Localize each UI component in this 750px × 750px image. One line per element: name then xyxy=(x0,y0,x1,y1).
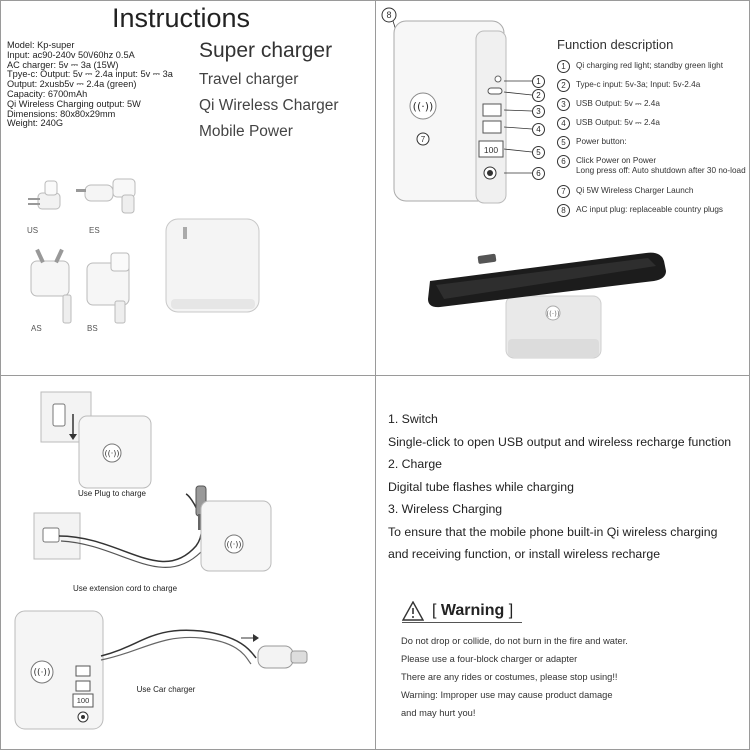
function-text: Power button: xyxy=(576,137,627,146)
function-text: Click Power on Power Long press off: Aut… xyxy=(576,155,746,176)
plug-label-as: AS xyxy=(31,324,42,333)
instructions-panel: Instructions Model: Kp-super Input: ac90… xyxy=(0,0,376,376)
warning-line: and may hurt you! xyxy=(401,708,476,718)
car-display-value: 100 xyxy=(77,696,90,705)
function-item: 6 Click Power on Power Long press off: A… xyxy=(557,155,746,185)
warning-line: Do not drop or collide, do not burn in t… xyxy=(401,636,628,646)
instructions-title: Instructions xyxy=(111,3,251,33)
product-names: Super charger Travel charger Qi Wireless… xyxy=(199,39,339,149)
us-plug-icon xyxy=(28,180,61,210)
digital-display-value: 100 xyxy=(484,145,498,155)
function-item: 8 AC input plug: replaceable country plu… xyxy=(557,204,746,223)
warning-header: [ Warning ] xyxy=(402,601,513,621)
function-item: 2 Type-c input: 5v-3a; Input: 5v-2.4a xyxy=(557,79,746,98)
car-cable-icon xyxy=(100,629,257,665)
warning-line: Warning: Improper use may cause product … xyxy=(401,690,613,700)
spec-list: Model: Kp-super Input: ac90-240v 50\/60h… xyxy=(7,40,173,129)
usage-illustrations: ((·)) ((·)) ((·)) 100 xyxy=(14,391,308,730)
caption-car: Use Car charger xyxy=(137,685,196,694)
function-number: 3 xyxy=(557,98,570,111)
spec-line: AC charger: 5v ⎓ 3a (15W) xyxy=(7,59,119,70)
extension-cord-icon xyxy=(33,485,207,568)
charger-car-icon: ((·)) xyxy=(14,610,104,730)
function-text: Qi 5W Wireless Charger Launch xyxy=(576,186,694,195)
guide-line: 3. Wireless Charging xyxy=(388,502,503,516)
guide-panel: 1. Switch Single-click to open USB outpu… xyxy=(375,375,750,750)
warning-title: Warning xyxy=(440,602,505,619)
svg-text:8: 8 xyxy=(386,10,391,20)
function-number: 1 xyxy=(557,60,570,73)
charger-device-icon xyxy=(165,218,260,313)
function-number: 4 xyxy=(557,117,570,130)
function-item: 5 Power button: xyxy=(557,136,746,155)
product-name: Mobile Power xyxy=(199,123,293,140)
function-number: 6 xyxy=(557,155,570,168)
spec-line: Capacity: 6700mAh xyxy=(7,88,88,99)
spec-line: Input: ac90-240v 50\/60hz 0.5A xyxy=(7,49,135,60)
warning-underline xyxy=(402,622,522,623)
charger-diagram: 8 ((·)) 7 100 xyxy=(381,7,533,204)
caption-plug: Use Plug to charge xyxy=(78,489,147,498)
usage-panel: ((·)) ((·)) ((·)) 100 xyxy=(0,375,376,750)
guide-line: To ensure that the mobile phone built-in… xyxy=(388,524,718,539)
function-item: 1 Qi charging red light; standby green l… xyxy=(557,60,746,79)
svg-text:((·)): ((·)) xyxy=(34,668,51,678)
function-text-line: Long press off: Auto shutdown after 30 n… xyxy=(576,166,746,175)
product-name: Travel charger xyxy=(199,71,299,88)
guide-line: Single-click to open USB output and wire… xyxy=(388,434,732,449)
plug-label-bs: BS xyxy=(87,324,98,333)
function-list: 1 Qi charging red light; standby green l… xyxy=(557,60,746,223)
charger-extension-icon: ((·)) xyxy=(200,500,272,572)
function-item: 7 Qi 5W Wireless Charger Launch xyxy=(557,185,746,204)
warning-title-wrap: [ Warning ] xyxy=(432,602,514,619)
function-panel: 8 ((·)) 7 100 1 2 3 4 5 6 xyxy=(375,0,750,376)
car-adapter-icon xyxy=(241,634,308,669)
charger-body-icon: ((·)) 7 xyxy=(393,20,507,204)
spec-line: Qi Wireless Charging output: 5W xyxy=(7,98,141,109)
as-plug-icon xyxy=(30,248,72,324)
svg-text:((·)): ((·)) xyxy=(104,449,119,458)
guide-line: 2. Charge xyxy=(388,457,443,471)
guide-line: and receiving function, or install wirel… xyxy=(388,547,661,561)
function-number: 7 xyxy=(557,185,570,198)
product-name: Super charger xyxy=(199,39,333,62)
function-text: USB Output: 5v ⎓ 2.4a xyxy=(576,118,660,127)
warning-line: Please use a four-block charger or adapt… xyxy=(401,654,578,664)
function-item: 4 USB Output: 5v ⎓ 2.4a xyxy=(557,117,746,136)
guide-line: Digital tube flashes while charging xyxy=(388,479,574,494)
plug-label-us: US xyxy=(27,226,38,235)
warning-triangle-icon xyxy=(402,601,424,621)
function-text-line: Click Power on Power xyxy=(576,156,657,165)
svg-text:((·)): ((·)) xyxy=(226,540,241,549)
phone-on-charger-image: ((·)) xyxy=(428,252,666,359)
charger-plug-icon: ((·)) xyxy=(78,415,152,489)
function-text: USB Output: 5v ⎓ 2.4a xyxy=(576,99,660,108)
plug-label-es: ES xyxy=(89,226,100,235)
function-text: AC input plug: replaceable country plugs xyxy=(576,205,724,214)
function-number: 2 xyxy=(557,79,570,92)
warning-line: There are any rides or costumes, please … xyxy=(401,672,618,682)
plug-illustrations: US ES AS BS xyxy=(27,178,260,333)
function-number: 8 xyxy=(557,204,570,217)
function-text: Type-c input: 5v-3a; Input: 5v-2.4a xyxy=(576,80,701,89)
warning-list: Do not drop or collide, do not burn in t… xyxy=(401,632,628,722)
spec-line: Dimensions: 80x80x29mm xyxy=(7,108,116,119)
es-plug-icon xyxy=(76,178,136,214)
guide-list: 1. Switch Single-click to open USB outpu… xyxy=(388,408,731,566)
svg-text:((·)): ((·)) xyxy=(413,100,434,113)
function-item: 3 USB Output: 5v ⎓ 2.4a xyxy=(557,98,746,117)
spec-line: Tpye-c: Output: 5v ⎓ 2.4a input: 5v ⎓ 3a xyxy=(7,69,173,80)
svg-text:7: 7 xyxy=(421,135,426,144)
spec-line: Weight: 240G xyxy=(7,118,64,129)
function-title: Function description xyxy=(557,37,674,52)
bs-plug-icon xyxy=(86,252,130,324)
caption-extension: Use extension cord to charge xyxy=(73,584,178,593)
function-number: 5 xyxy=(557,136,570,149)
spec-line: Model: Kp-super xyxy=(7,40,75,50)
function-text: Qi charging red light; standby green lig… xyxy=(576,61,724,70)
product-name: Qi Wireless Charger xyxy=(199,97,339,114)
spec-line: Output: 2xusb5v ⎓ 2.4a (green) xyxy=(7,79,137,90)
guide-line: 1. Switch xyxy=(388,412,438,426)
svg-text:((·)): ((·)) xyxy=(546,310,559,318)
